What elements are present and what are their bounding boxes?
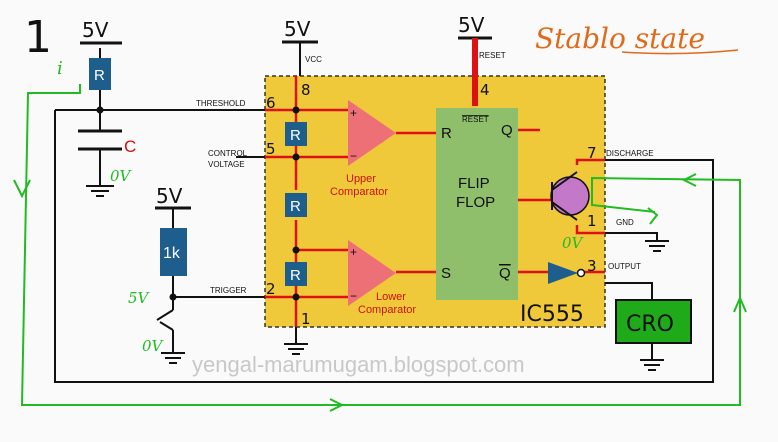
pin-5: 5: [266, 140, 276, 158]
transistor-leads: [551, 171, 578, 221]
lower-plus: +: [350, 245, 357, 259]
flipflop-block: [436, 108, 518, 300]
flipflop-label-1: FLIP: [458, 175, 490, 192]
flipflop-q: Q: [501, 122, 513, 139]
internal-wiring: [265, 76, 605, 327]
pin-1: 1: [301, 310, 311, 328]
watermark: yengal-marumugam.blogspot.com: [192, 352, 525, 377]
junction-dots: [96, 106, 300, 301]
capacitor-label: C: [124, 137, 136, 156]
divider-resistor-2: [285, 193, 307, 217]
resistor-boxes: [89, 58, 307, 286]
trigger-low-annotation: 0V: [142, 337, 165, 355]
pin-4: 4: [480, 81, 490, 99]
flipflop-r: R: [441, 125, 452, 142]
supply-label-vcc: 5V: [284, 17, 311, 41]
flipflop-s: S: [441, 265, 451, 282]
external-wiring: [54, 42, 714, 383]
divider-r2-label: R: [290, 198, 301, 215]
upper-comparator-label-1: Upper: [346, 173, 376, 185]
divider-resistor-1: [285, 122, 307, 146]
ic555-body: [264, 75, 606, 328]
flipflop-qbar: Q: [499, 265, 511, 282]
control-label-2: VOLTAGE: [208, 160, 245, 169]
current-flow-annotation: [13, 84, 747, 412]
reset-label: RESET: [479, 51, 506, 60]
trigger-label: TRIGGER: [210, 286, 247, 295]
pin-3: 3: [587, 257, 597, 275]
lower-comparator-label-1: Lower: [376, 291, 406, 303]
supply-label-trigger: 5V: [156, 184, 183, 208]
gnd-label: GND: [616, 218, 634, 227]
upper-comparator-label-2: Comparator: [330, 186, 388, 198]
lower-comparator: [348, 240, 396, 306]
output-label: OUTPUT: [608, 262, 641, 271]
discharge-transistor: [550, 176, 590, 216]
trigger-switch: [156, 309, 174, 331]
lower-comparator-label-2: Comparator: [358, 304, 416, 316]
trigger-high-annotation: 5V: [128, 289, 151, 307]
pin-7: 7: [587, 144, 597, 162]
title-underline: [621, 49, 739, 55]
control-label-1: CONTROL: [208, 149, 248, 158]
pin-2: 2: [266, 280, 276, 298]
resistor-r-top: [89, 58, 111, 90]
discharge-label: DISCHARGE: [606, 149, 654, 158]
figure-number: 1: [24, 12, 52, 63]
cro-box: [615, 299, 692, 344]
upper-plus: +: [350, 106, 357, 120]
supply-label-top-left: 5V: [82, 18, 109, 42]
flipflop-label-2: FLOP: [456, 194, 495, 211]
divider-resistor-3: [285, 262, 307, 286]
capacitor-symbol: [78, 129, 122, 151]
upper-comparator: [348, 100, 396, 166]
transistor-voltage-annotation: 0V: [562, 234, 585, 252]
resistor-1k: [160, 228, 187, 276]
resistor-1k-label: 1k: [163, 245, 181, 262]
output-buffer: [548, 262, 578, 284]
supply-label-reset: 5V: [458, 13, 485, 37]
annotation-title: Stablo state: [535, 22, 705, 55]
pin-6: 6: [266, 94, 276, 112]
threshold-label: THRESHOLD: [196, 99, 246, 108]
pin-8: 8: [301, 81, 311, 99]
divider-r3-label: R: [290, 267, 301, 284]
vcc-label: VCC: [305, 55, 322, 64]
ic-name: IC555: [520, 302, 584, 327]
lower-minus: −: [350, 289, 357, 303]
cap-voltage-annotation: 0V: [110, 167, 133, 185]
current-annotation: i: [57, 58, 63, 79]
upper-minus: −: [350, 149, 357, 163]
divider-r1-label: R: [290, 127, 301, 144]
reset-bar-label: RESET: [462, 115, 489, 124]
pin-1-internal: 1: [587, 212, 597, 230]
cro-label: CRO: [626, 312, 674, 337]
ground-symbols: [86, 185, 669, 371]
resistor-top-label: R: [94, 67, 105, 84]
buffer-bubble: [576, 268, 586, 278]
